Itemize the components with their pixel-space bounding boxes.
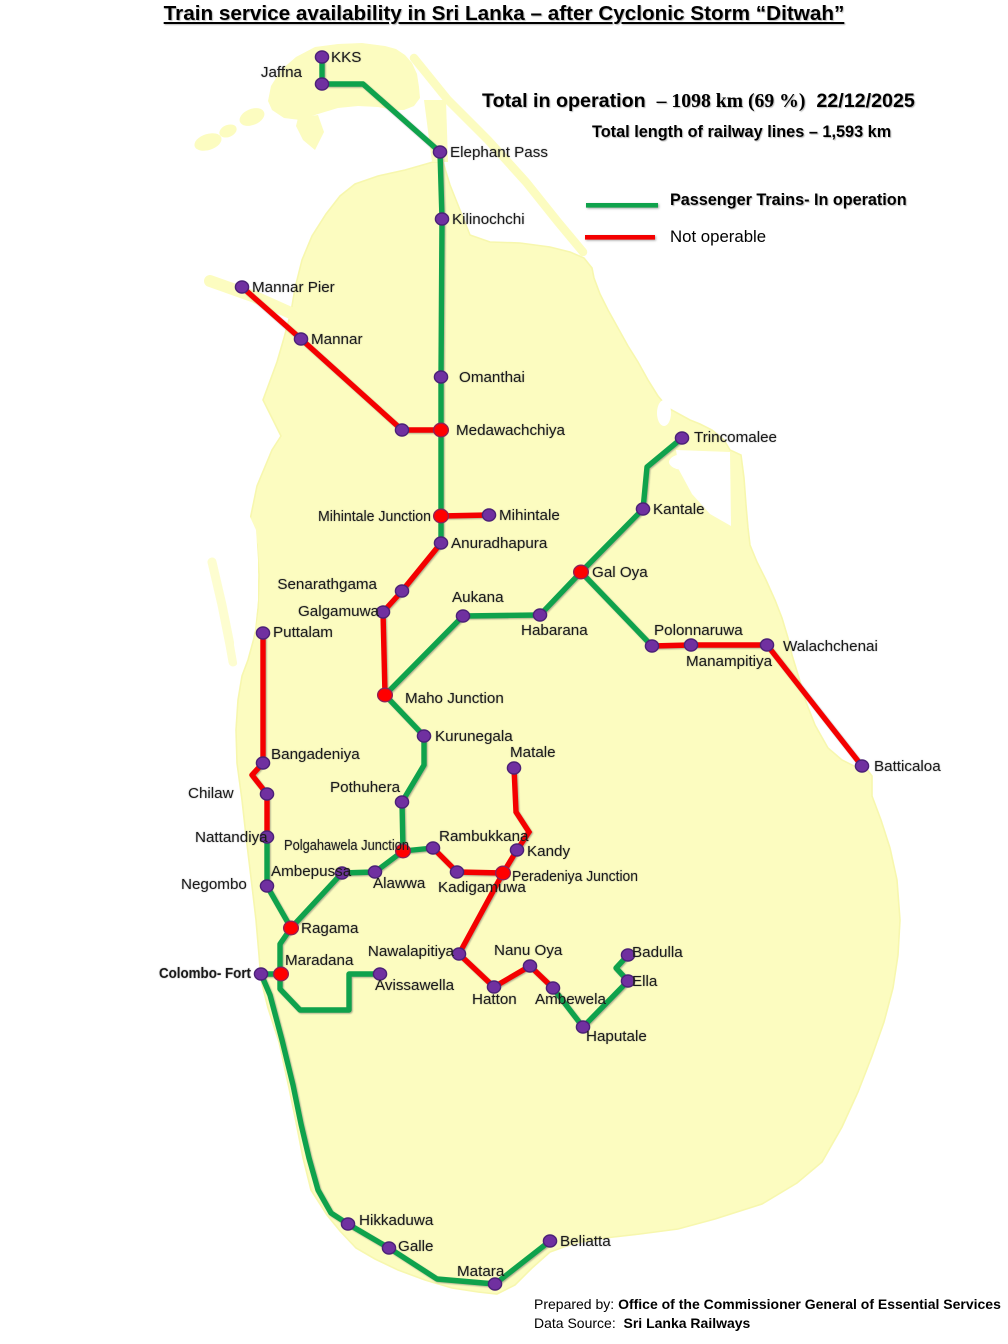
svg-text:Ambepussa: Ambepussa <box>271 863 352 880</box>
svg-text:Omanthai: Omanthai <box>459 369 525 386</box>
svg-text:Polgahawela Junction: Polgahawela Junction <box>284 837 409 854</box>
svg-text:Batticaloa: Batticaloa <box>874 758 941 775</box>
svg-text:Beliatta: Beliatta <box>560 1233 611 1250</box>
svg-text:Puttalam: Puttalam <box>273 624 333 641</box>
svg-text:Walachchenai: Walachchenai <box>783 638 878 655</box>
svg-text:Ambewela: Ambewela <box>535 991 606 1008</box>
svg-text:Mihintale: Mihintale <box>499 507 560 524</box>
svg-text:Anuradhapura: Anuradhapura <box>451 535 548 552</box>
svg-text:Maradana: Maradana <box>285 952 354 969</box>
svg-text:Galgamuwa: Galgamuwa <box>298 603 380 620</box>
svg-text:Mannar: Mannar <box>311 331 363 348</box>
svg-text:Badulla: Badulla <box>632 944 683 961</box>
svg-text:Galle: Galle <box>398 1238 433 1255</box>
svg-text:Ragama: Ragama <box>301 920 359 937</box>
svg-text:Kantale: Kantale <box>653 501 705 518</box>
svg-text:Rambukkana: Rambukkana <box>439 828 529 845</box>
svg-text:Avissawella: Avissawella <box>375 977 455 994</box>
svg-text:Negombo: Negombo <box>181 876 247 893</box>
svg-text:Nanu Oya: Nanu Oya <box>494 942 563 959</box>
svg-text:Habarana: Habarana <box>521 622 588 639</box>
svg-text:Kilinochchi: Kilinochchi <box>452 211 525 228</box>
svg-text:Gal Oya: Gal Oya <box>592 564 648 581</box>
svg-text:Kandy: Kandy <box>527 843 570 860</box>
svg-text:Colombo- Fort: Colombo- Fort <box>159 965 251 982</box>
svg-text:Pothuhera: Pothuhera <box>330 779 401 796</box>
svg-text:Jaffna: Jaffna <box>261 64 303 81</box>
svg-text:Mannar Pier: Mannar Pier <box>252 279 335 296</box>
svg-text:Mihintale Junction: Mihintale Junction <box>318 508 431 525</box>
svg-text:Ella: Ella <box>632 973 658 990</box>
svg-text:Matale: Matale <box>510 744 556 761</box>
svg-text:Haputale: Haputale <box>586 1028 647 1045</box>
svg-text:Bangadeniya: Bangadeniya <box>271 746 360 763</box>
svg-text:Manampitiya: Manampitiya <box>686 653 773 670</box>
svg-text:Polonnaruwa: Polonnaruwa <box>654 622 743 639</box>
svg-text:Trincomalee: Trincomalee <box>694 429 777 446</box>
svg-text:KKS: KKS <box>331 49 361 66</box>
svg-text:Maho Junction: Maho Junction <box>405 690 504 707</box>
svg-text:Alawwa: Alawwa <box>373 875 426 892</box>
svg-text:Hatton: Hatton <box>472 991 517 1008</box>
svg-text:Matara: Matara <box>457 1263 505 1280</box>
svg-text:Nawalapitiya: Nawalapitiya <box>368 943 455 960</box>
svg-text:Medawachchiya: Medawachchiya <box>456 422 565 439</box>
svg-text:Kurunegala: Kurunegala <box>435 728 513 745</box>
svg-text:Elephant Pass: Elephant Pass <box>450 144 548 161</box>
svg-text:Hikkaduwa: Hikkaduwa <box>359 1212 434 1229</box>
svg-text:Aukana: Aukana <box>452 589 504 606</box>
svg-text:Kadigamuwa: Kadigamuwa <box>438 879 526 896</box>
svg-text:Chilaw: Chilaw <box>188 785 234 802</box>
svg-text:Peradeniya Junction: Peradeniya Junction <box>512 868 638 885</box>
svg-text:Nattandiya: Nattandiya <box>195 829 268 846</box>
svg-text:Senarathgama: Senarathgama <box>277 576 377 593</box>
